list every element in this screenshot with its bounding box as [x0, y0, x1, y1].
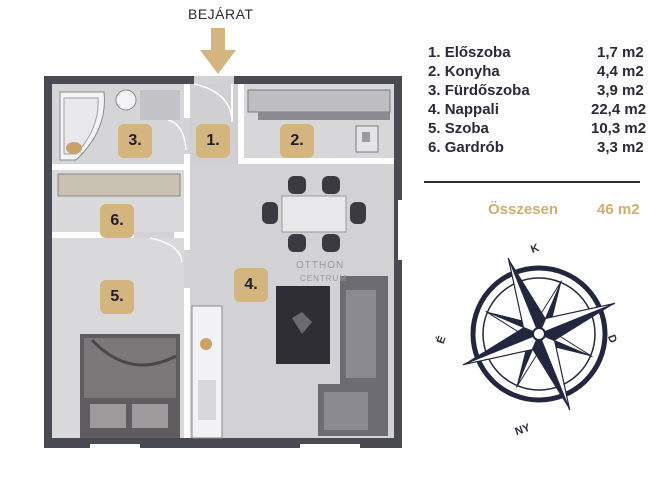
legend-number: 6.: [428, 139, 441, 156]
room-number-4: 4.: [234, 268, 268, 302]
legend-name: Szoba: [444, 120, 489, 137]
entrance-label: BEJÁRAT: [188, 6, 254, 22]
entrance-arrow-icon: [200, 28, 236, 74]
sink: [115, 89, 137, 111]
total-label: Összesen: [488, 201, 559, 218]
watermark-line2: CENTRUM: [300, 274, 347, 283]
legend-number: 2.: [428, 63, 441, 80]
legend-row: 3. Fürdőszoba 3,9 m2: [428, 82, 644, 101]
wardrobe-cabinet: [57, 173, 181, 197]
legend-area: 3,3 m2: [597, 139, 644, 156]
room-number-3: 3.: [118, 124, 152, 158]
legend-name: Konyha: [444, 63, 500, 80]
legend-area: 4,4 m2: [597, 63, 644, 80]
floor-plan: 3. 1. 2. 6. 5. 4. OTTHON CENTRUM: [44, 76, 402, 448]
room-number-1: 1.: [196, 124, 230, 158]
legend-row: 2. Konyha 4,4 m2: [428, 63, 644, 82]
compass-rose-icon: [462, 257, 616, 411]
watermark-line1: OTTHON: [296, 260, 345, 271]
bathtub: [59, 91, 105, 161]
legend-row: 5. Szoba 10,3 m2: [428, 120, 646, 139]
legend-divider: [424, 181, 640, 183]
sofa: [318, 276, 388, 436]
room-number-2: 2.: [280, 124, 314, 158]
legend-area: 22,4 m2: [591, 101, 647, 118]
total-value: 46 m2: [597, 201, 640, 218]
room-number-5: 5.: [100, 280, 134, 314]
legend-number: 3.: [428, 82, 441, 99]
room-legend: 1. Előszoba 1,7 m2 2. Konyha 4,4 m2 3. F…: [428, 44, 646, 158]
dining-set: [262, 176, 366, 252]
kitchen-counter: [247, 89, 391, 113]
legend-name: Fürdőszoba: [444, 82, 530, 99]
legend-row: 4. Nappali 22,4 m2: [428, 101, 646, 120]
legend-name: Nappali: [444, 101, 499, 118]
legend-area: 1,7 m2: [597, 44, 644, 61]
legend-row: 1. Előszoba 1,7 m2: [428, 44, 644, 63]
legend-name: Gardrób: [444, 139, 504, 156]
legend-number: 4.: [428, 101, 441, 118]
room-number-6: 6.: [100, 204, 134, 238]
legend-name: Előszoba: [444, 44, 511, 61]
bed: [80, 334, 180, 438]
legend-number: 1.: [428, 44, 441, 61]
legend-row: 6. Gardrób 3,3 m2: [428, 139, 644, 158]
legend-area: 10,3 m2: [591, 120, 647, 137]
legend-number: 5.: [428, 120, 441, 137]
legend-area: 3,9 m2: [597, 82, 644, 99]
